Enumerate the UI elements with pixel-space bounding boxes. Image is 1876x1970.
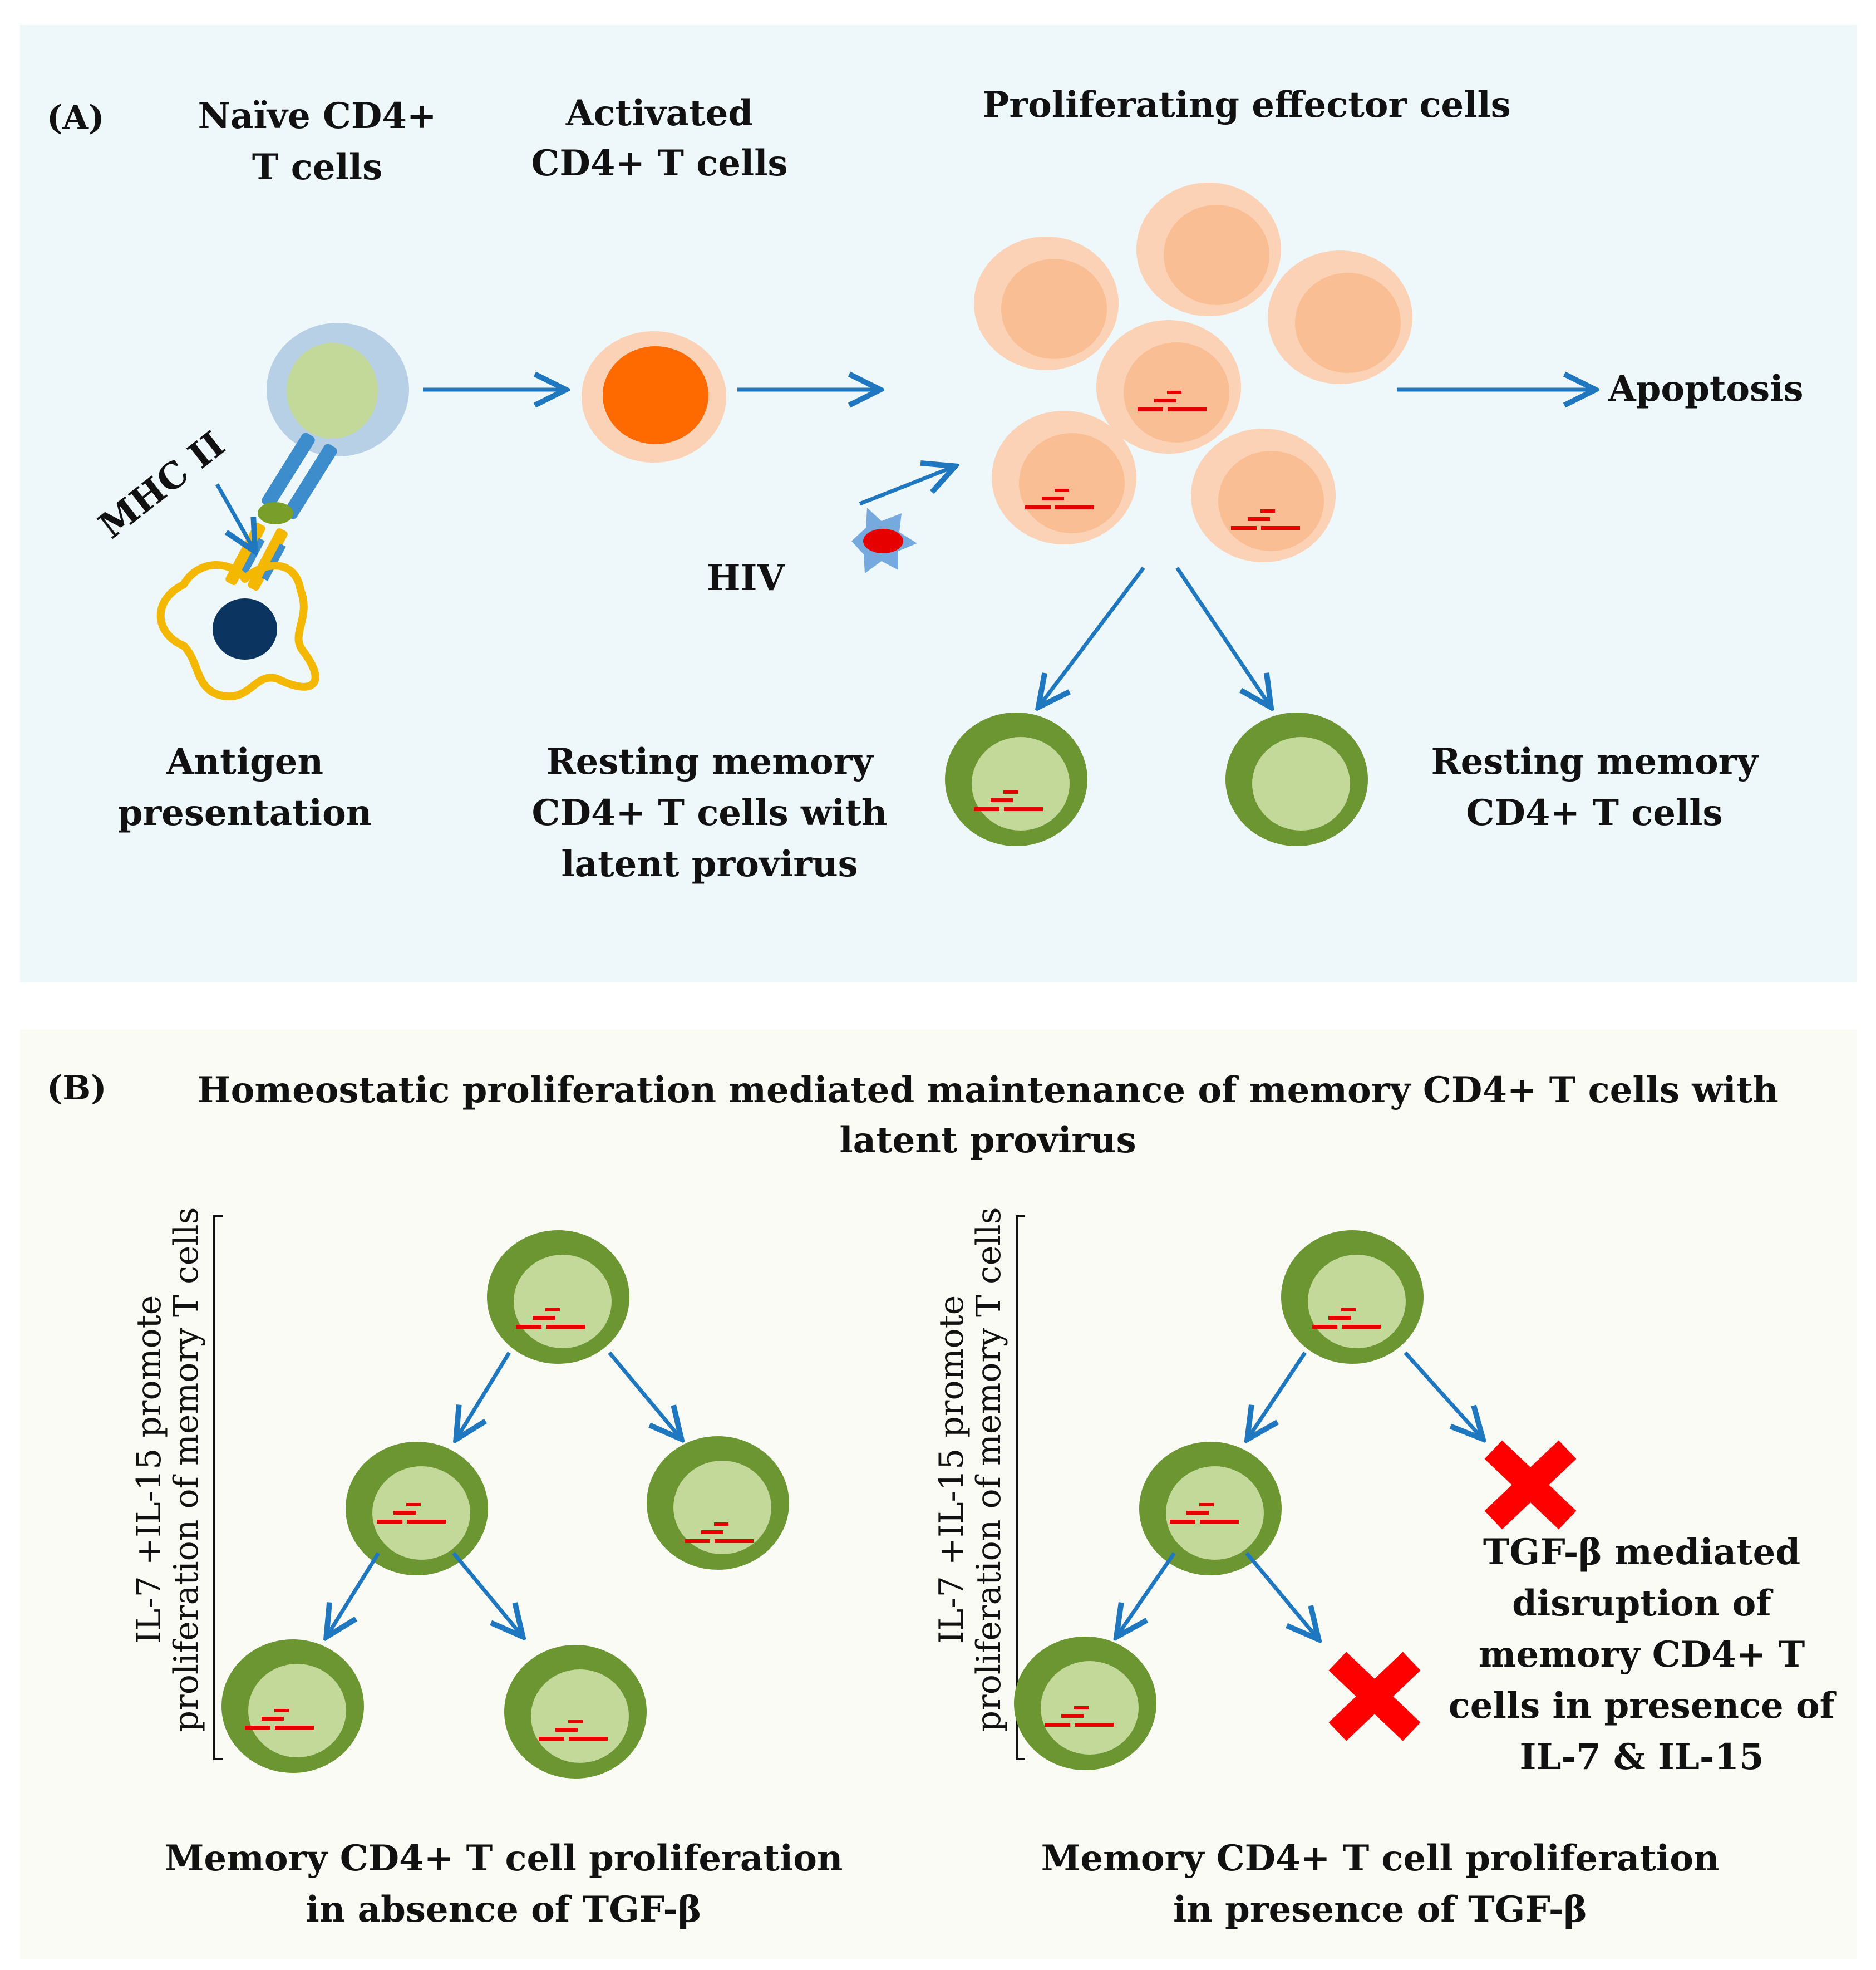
latent-caption-line1: Resting memory — [546, 741, 874, 783]
arrow-mid-to-bottom-left — [1119, 1552, 1176, 1634]
arrow-effector-to-resting-memory — [1175, 567, 1269, 704]
naive-title-line1: Naïve CD4+ — [198, 95, 436, 137]
cross-icon — [1484, 1440, 1577, 1530]
arrow-root-left-to-right — [608, 1351, 679, 1436]
tgf-note-line2: disruption of — [1512, 1583, 1773, 1624]
right-caption-line2: in presence of TGF-β — [1173, 1889, 1587, 1930]
apc-nucleus — [213, 598, 277, 660]
arrow-mid-left-to-bottom-left — [328, 1552, 380, 1634]
arrow-mid-left-to-bottom-right — [452, 1551, 520, 1634]
arrow-hiv-to-effector — [859, 468, 952, 506]
side-label-right-line1: IL-7 +IL-15 promote — [932, 1295, 971, 1644]
cross-icon — [1328, 1652, 1421, 1741]
arrow-root-right-to-blocked — [1404, 1351, 1480, 1436]
side-label-left-line1: IL-7 +IL-15 promote — [130, 1295, 169, 1644]
right-caption-line1: Memory CD4+ T cell proliferation — [1041, 1838, 1720, 1879]
mhc-pointer-arrow — [215, 483, 253, 548]
latent-caption-line2: CD4+ T cells with — [532, 792, 888, 834]
effector-cell — [992, 411, 1136, 544]
resting-caption-line1: Resting memory — [1431, 741, 1759, 783]
effector-cell — [1268, 250, 1412, 384]
left-caption-line2: in absence of TGF-β — [306, 1889, 702, 1930]
memory-cell-mid-right — [647, 1436, 789, 1570]
activated-title-line2: CD4+ T cells — [531, 143, 787, 184]
antigen-caption-line2: presentation — [118, 792, 372, 834]
tgf-note-line4: cells in presence of — [1449, 1685, 1837, 1727]
antigen-caption-line1: Antigen — [166, 741, 323, 783]
tgf-note-line3: memory CD4+ T — [1479, 1634, 1805, 1676]
antigen-peptide — [258, 502, 293, 524]
arrow-mid-to-blocked — [1245, 1551, 1316, 1637]
antigen-presenting-cell — [156, 561, 319, 701]
latent-caption-line3: latent provirus — [561, 843, 858, 885]
panel-b-title-line2: latent provirus — [839, 1119, 1136, 1161]
naive-title-line2: T cells — [252, 146, 382, 188]
bracket-right — [1016, 1215, 1025, 1760]
proliferating-title: Proliferating effector cells — [982, 84, 1511, 126]
memory-cell-bottom-left — [221, 1639, 364, 1773]
activated-title-line1: Activated — [565, 92, 753, 134]
naive-t-cell — [267, 323, 409, 456]
bracket-left — [213, 1215, 223, 1760]
latent-memory-cell — [945, 713, 1087, 846]
tgf-note-line1: TGF-β mediated — [1483, 1531, 1800, 1573]
arrow-root-right-to-mid — [1249, 1352, 1307, 1436]
arrow-effector-to-latent-memory — [1041, 566, 1145, 704]
resting-caption-line2: CD4+ T cells — [1466, 792, 1722, 834]
left-caption-line1: Memory CD4+ T cell proliferation — [165, 1838, 843, 1879]
arrow-root-left-to-mid — [458, 1352, 511, 1436]
memory-cell-mid-left — [346, 1442, 488, 1575]
panel-a-label: (A) — [47, 99, 104, 137]
panel-a-background — [20, 25, 1857, 982]
effector-cell — [1191, 429, 1336, 562]
activated-t-cell — [582, 331, 726, 463]
apoptosis-label: Apoptosis — [1608, 368, 1803, 410]
hiv-label: HIV — [707, 557, 785, 599]
memory-cell-bottom-right — [504, 1645, 647, 1779]
memory-cell-root-left — [487, 1230, 629, 1364]
tgf-note-line5: IL-7 & IL-15 — [1520, 1736, 1764, 1778]
tcr-receptor — [262, 433, 337, 519]
side-label-right-line2: proliferation of memory T cells — [969, 1207, 1008, 1732]
effector-cell — [974, 237, 1119, 370]
side-label-left-line2: proliferation of memory T cells — [167, 1207, 206, 1732]
effector-cell — [1136, 183, 1281, 316]
resting-memory-cell — [1225, 713, 1368, 846]
memory-cell-bottom-left — [1014, 1637, 1156, 1770]
panel-b-title-line1: Homeostatic proliferation mediated maint… — [197, 1069, 1779, 1111]
memory-cell-mid-left — [1139, 1442, 1282, 1575]
memory-cell-root-right — [1281, 1230, 1424, 1364]
panel-b-label: (B) — [47, 1069, 107, 1108]
hiv-core — [863, 529, 903, 553]
